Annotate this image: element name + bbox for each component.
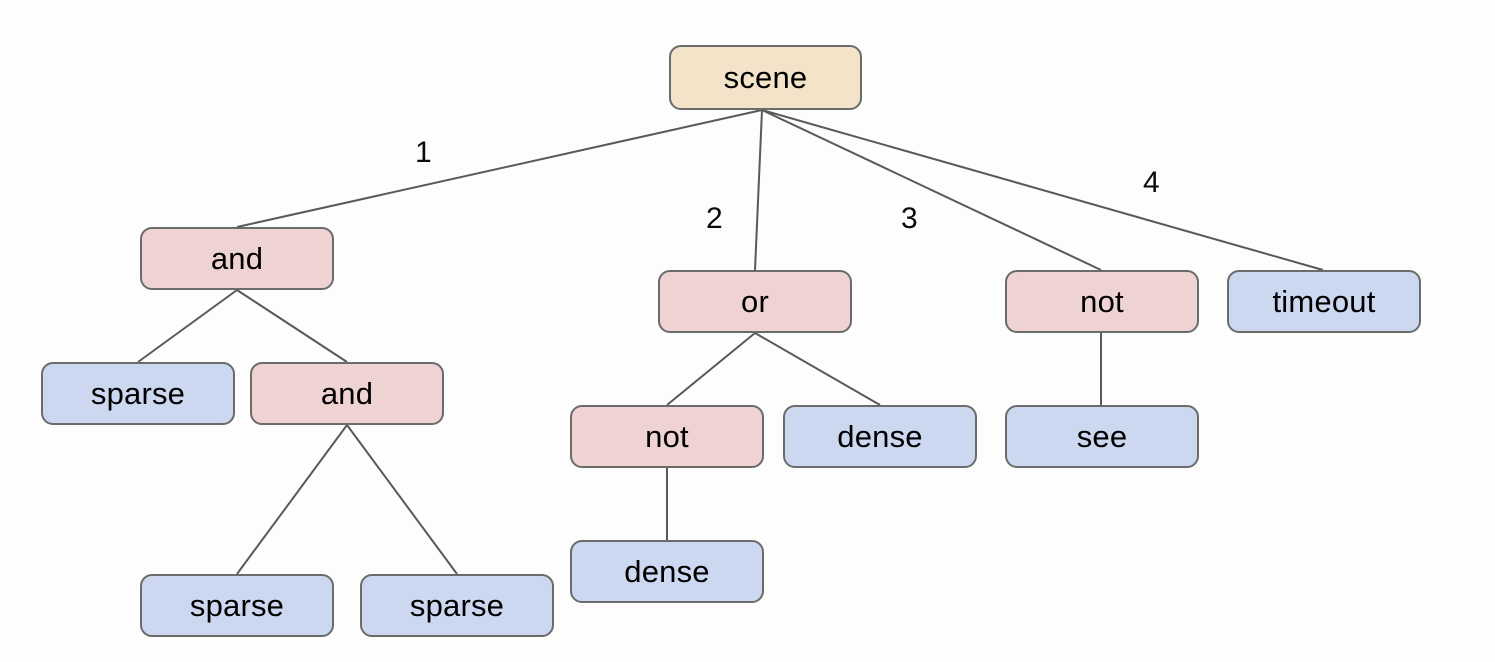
tree-edge [666,332,756,406]
tree-edge [236,109,763,228]
tree-edge [761,109,1102,271]
tree-node-sparse2[interactable]: sparse [140,574,334,637]
edge-label: 2 [706,202,723,235]
tree-node-not2[interactable]: not [1005,270,1199,333]
tree-edge [346,424,458,575]
tree-edge [754,332,881,406]
tree-node-timeout1[interactable]: timeout [1227,270,1421,333]
tree-edge [761,109,1324,271]
tree-node-not1[interactable]: not [570,405,764,468]
edge-label: 4 [1143,166,1160,199]
tree-node-scene[interactable]: scene [669,45,862,110]
edge-label: 3 [901,202,918,235]
tree-node-see1[interactable]: see [1005,405,1199,468]
tree-node-and1[interactable]: and [140,227,334,290]
tree-node-or1[interactable]: or [658,270,852,333]
tree-edge [754,109,763,271]
tree-node-sparse1[interactable]: sparse [41,362,235,425]
tree-node-and2[interactable]: and [250,362,444,425]
tree-node-dense2[interactable]: dense [570,540,764,603]
edge-label: 1 [415,136,432,169]
tree-edge [236,424,348,575]
tree-node-sparse3[interactable]: sparse [360,574,554,637]
tree-node-dense1[interactable]: dense [783,405,977,468]
tree-edge [137,289,238,363]
tree-edge [236,289,348,363]
